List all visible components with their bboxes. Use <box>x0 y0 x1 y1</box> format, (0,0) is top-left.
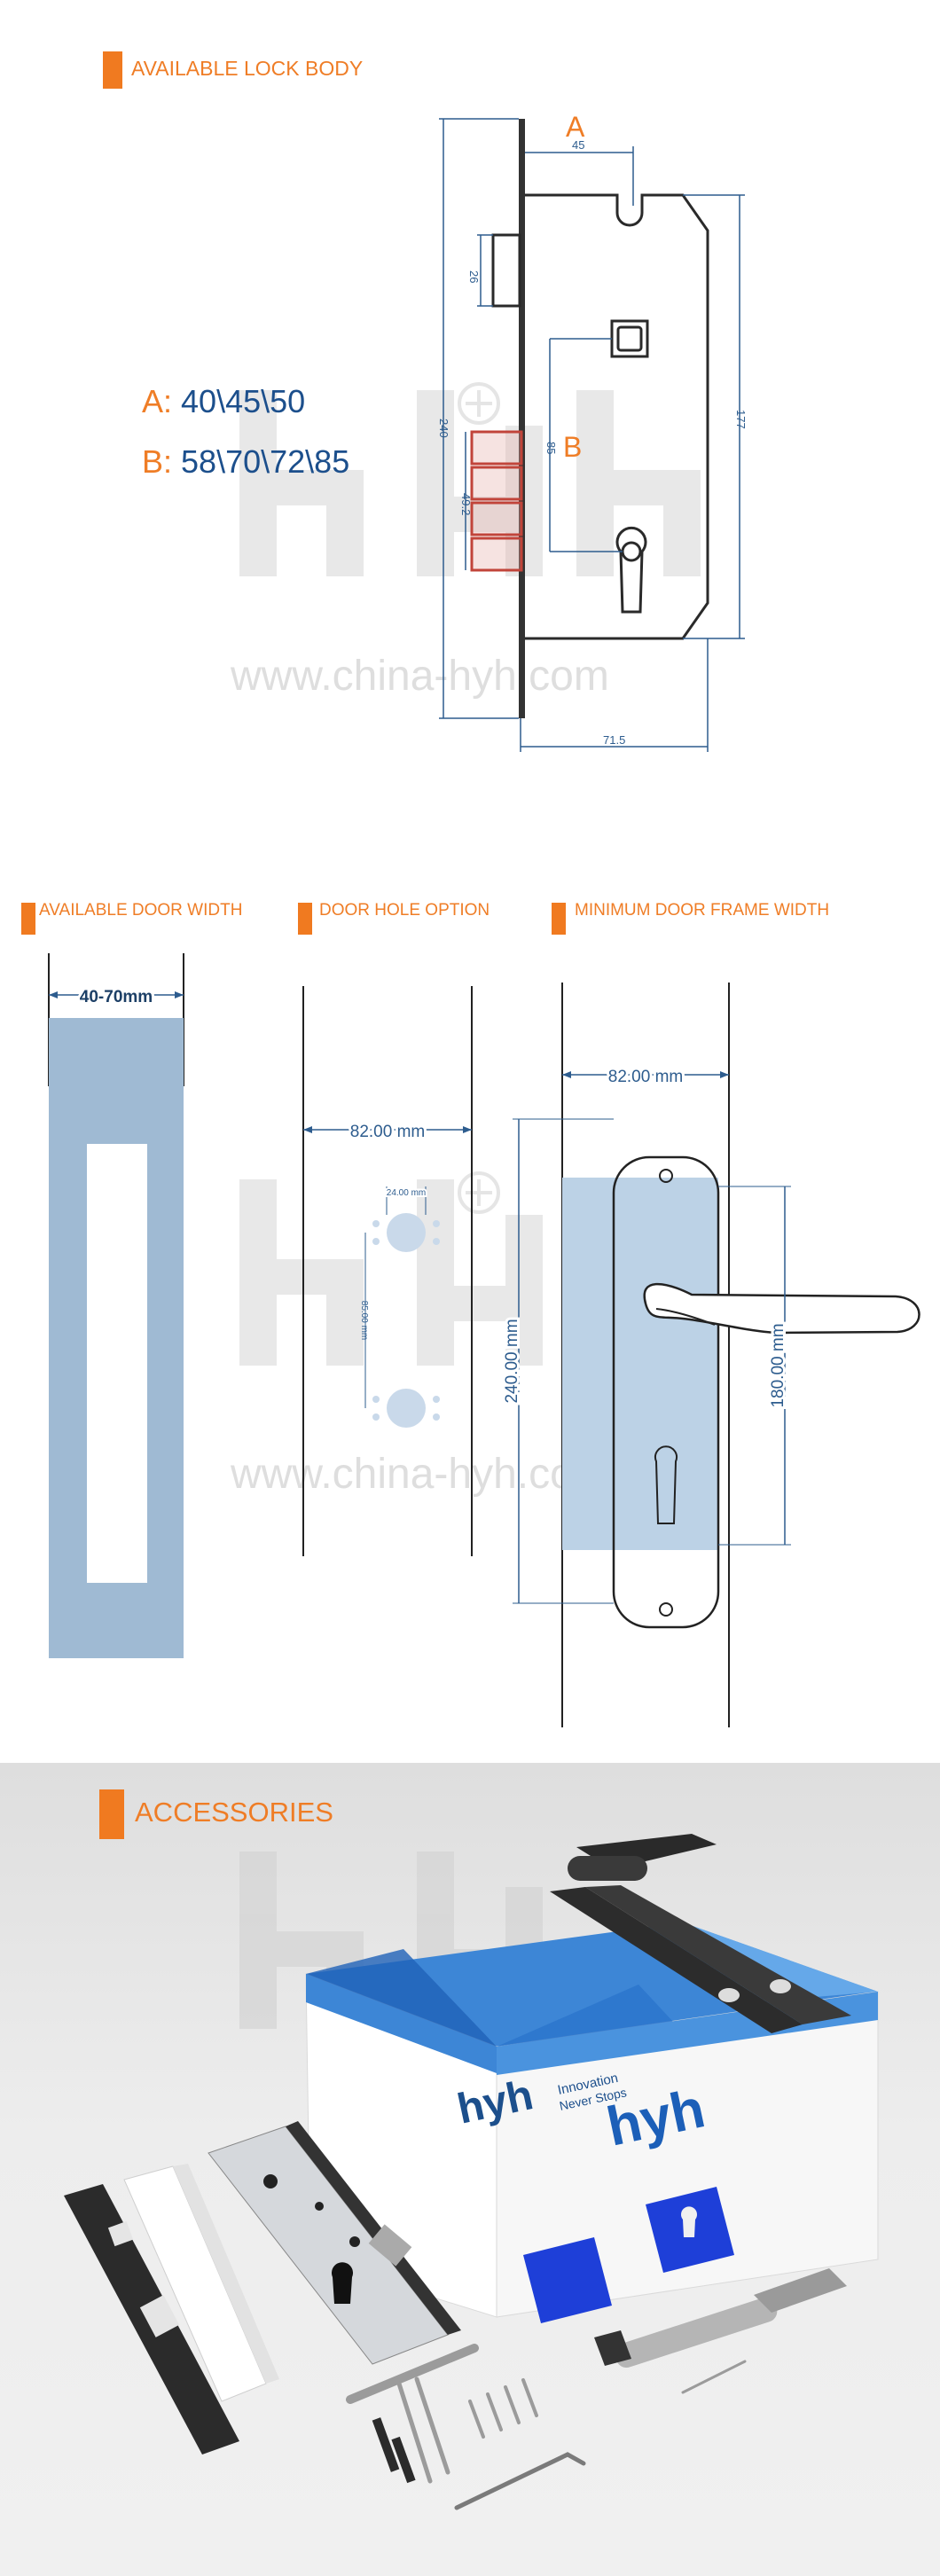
spindle-bars <box>372 2417 416 2484</box>
dim-71-5: 71.5 <box>603 733 625 747</box>
section-accent-bar <box>552 903 566 935</box>
door-spec-diagrams: www.china-hyh.com 40-70mm 82.00 mm 24.00… <box>48 953 920 1727</box>
spec-a-values: 40\45\50 <box>181 383 306 419</box>
lock-dimension-lines <box>439 118 745 752</box>
accessories-illustration: www.china-hyh.com hyh Innovation Never S… <box>64 1834 879 2510</box>
spec-a-key: A: <box>142 383 173 419</box>
lock-latch-bolts <box>470 430 523 572</box>
spec-a: A: 40\45\50 <box>142 383 305 420</box>
section-accent-bar <box>21 903 35 935</box>
screws <box>346 2344 747 2484</box>
section-title-door-hole: DOOR HOLE OPTION <box>319 901 490 920</box>
door-hole-dim-width: 82.00 mm <box>350 1123 425 1141</box>
label-b: B <box>563 431 582 463</box>
allen-key <box>454 2452 586 2510</box>
spec-b-values: 58\70\72\85 <box>181 443 350 480</box>
mortise-lock-body <box>208 2121 461 2365</box>
section-accent-bar <box>99 1789 124 1839</box>
door-hole-dim-hole: 24.00 mm <box>387 1188 426 1198</box>
lock-body-outline <box>491 119 709 718</box>
strike-box <box>123 2164 279 2402</box>
strike-plate <box>64 2184 239 2455</box>
dim-26: 26 <box>467 270 481 283</box>
dim-177: 177 <box>734 410 748 429</box>
lock-cylinder <box>594 2268 847 2369</box>
section-title-frame-width: MINIMUM DOOR FRAME WIDTH <box>575 901 830 920</box>
door-width-dim: 40-70mm <box>80 988 153 1006</box>
section-title-door-width: AVAILABLE DOOR WIDTH <box>39 901 243 920</box>
dim-45: 45 <box>572 138 584 152</box>
door-hole-dim-spacing: 85.00 mm <box>359 1301 369 1340</box>
frame-width-drawing <box>513 983 920 1727</box>
frame-dim-height: 240.00 mm <box>503 1319 521 1403</box>
section-accent-bar <box>298 903 312 935</box>
frame-dim-handle: 180.00 mm <box>769 1323 787 1407</box>
watermark-logo-1 <box>239 382 701 576</box>
escutcheon-plates <box>523 2187 734 2323</box>
frame-dim-width: 82.00 mm <box>608 1068 683 1086</box>
label-a: A <box>566 111 585 143</box>
lock-body-diagram: www.china-hyh.com 45 2 <box>230 111 748 752</box>
spec-b: B: 58\70\72\85 <box>142 443 349 481</box>
section-title-lock-body: AVAILABLE LOCK BODY <box>131 57 364 80</box>
lever-handles <box>550 1834 851 2033</box>
dim-85: 85 <box>544 442 558 454</box>
door-width-drawing <box>48 953 184 1658</box>
section-title-accessories: ACCESSORIES <box>135 1797 333 1828</box>
watermark-url-1: www.china-hyh.com <box>230 653 609 700</box>
watermark-url-2: www.china-hyh.com <box>230 1451 609 1498</box>
dim-49-2: 49.2 <box>459 493 473 515</box>
accessories-section: ACCESSORIES www.china-hyh.com hyh Innova… <box>0 1763 940 2576</box>
spec-b-key: B: <box>142 443 173 480</box>
dim-240: 240 <box>437 419 450 438</box>
section-accent-bar <box>103 51 122 89</box>
door-hole-drawing <box>302 986 473 1556</box>
